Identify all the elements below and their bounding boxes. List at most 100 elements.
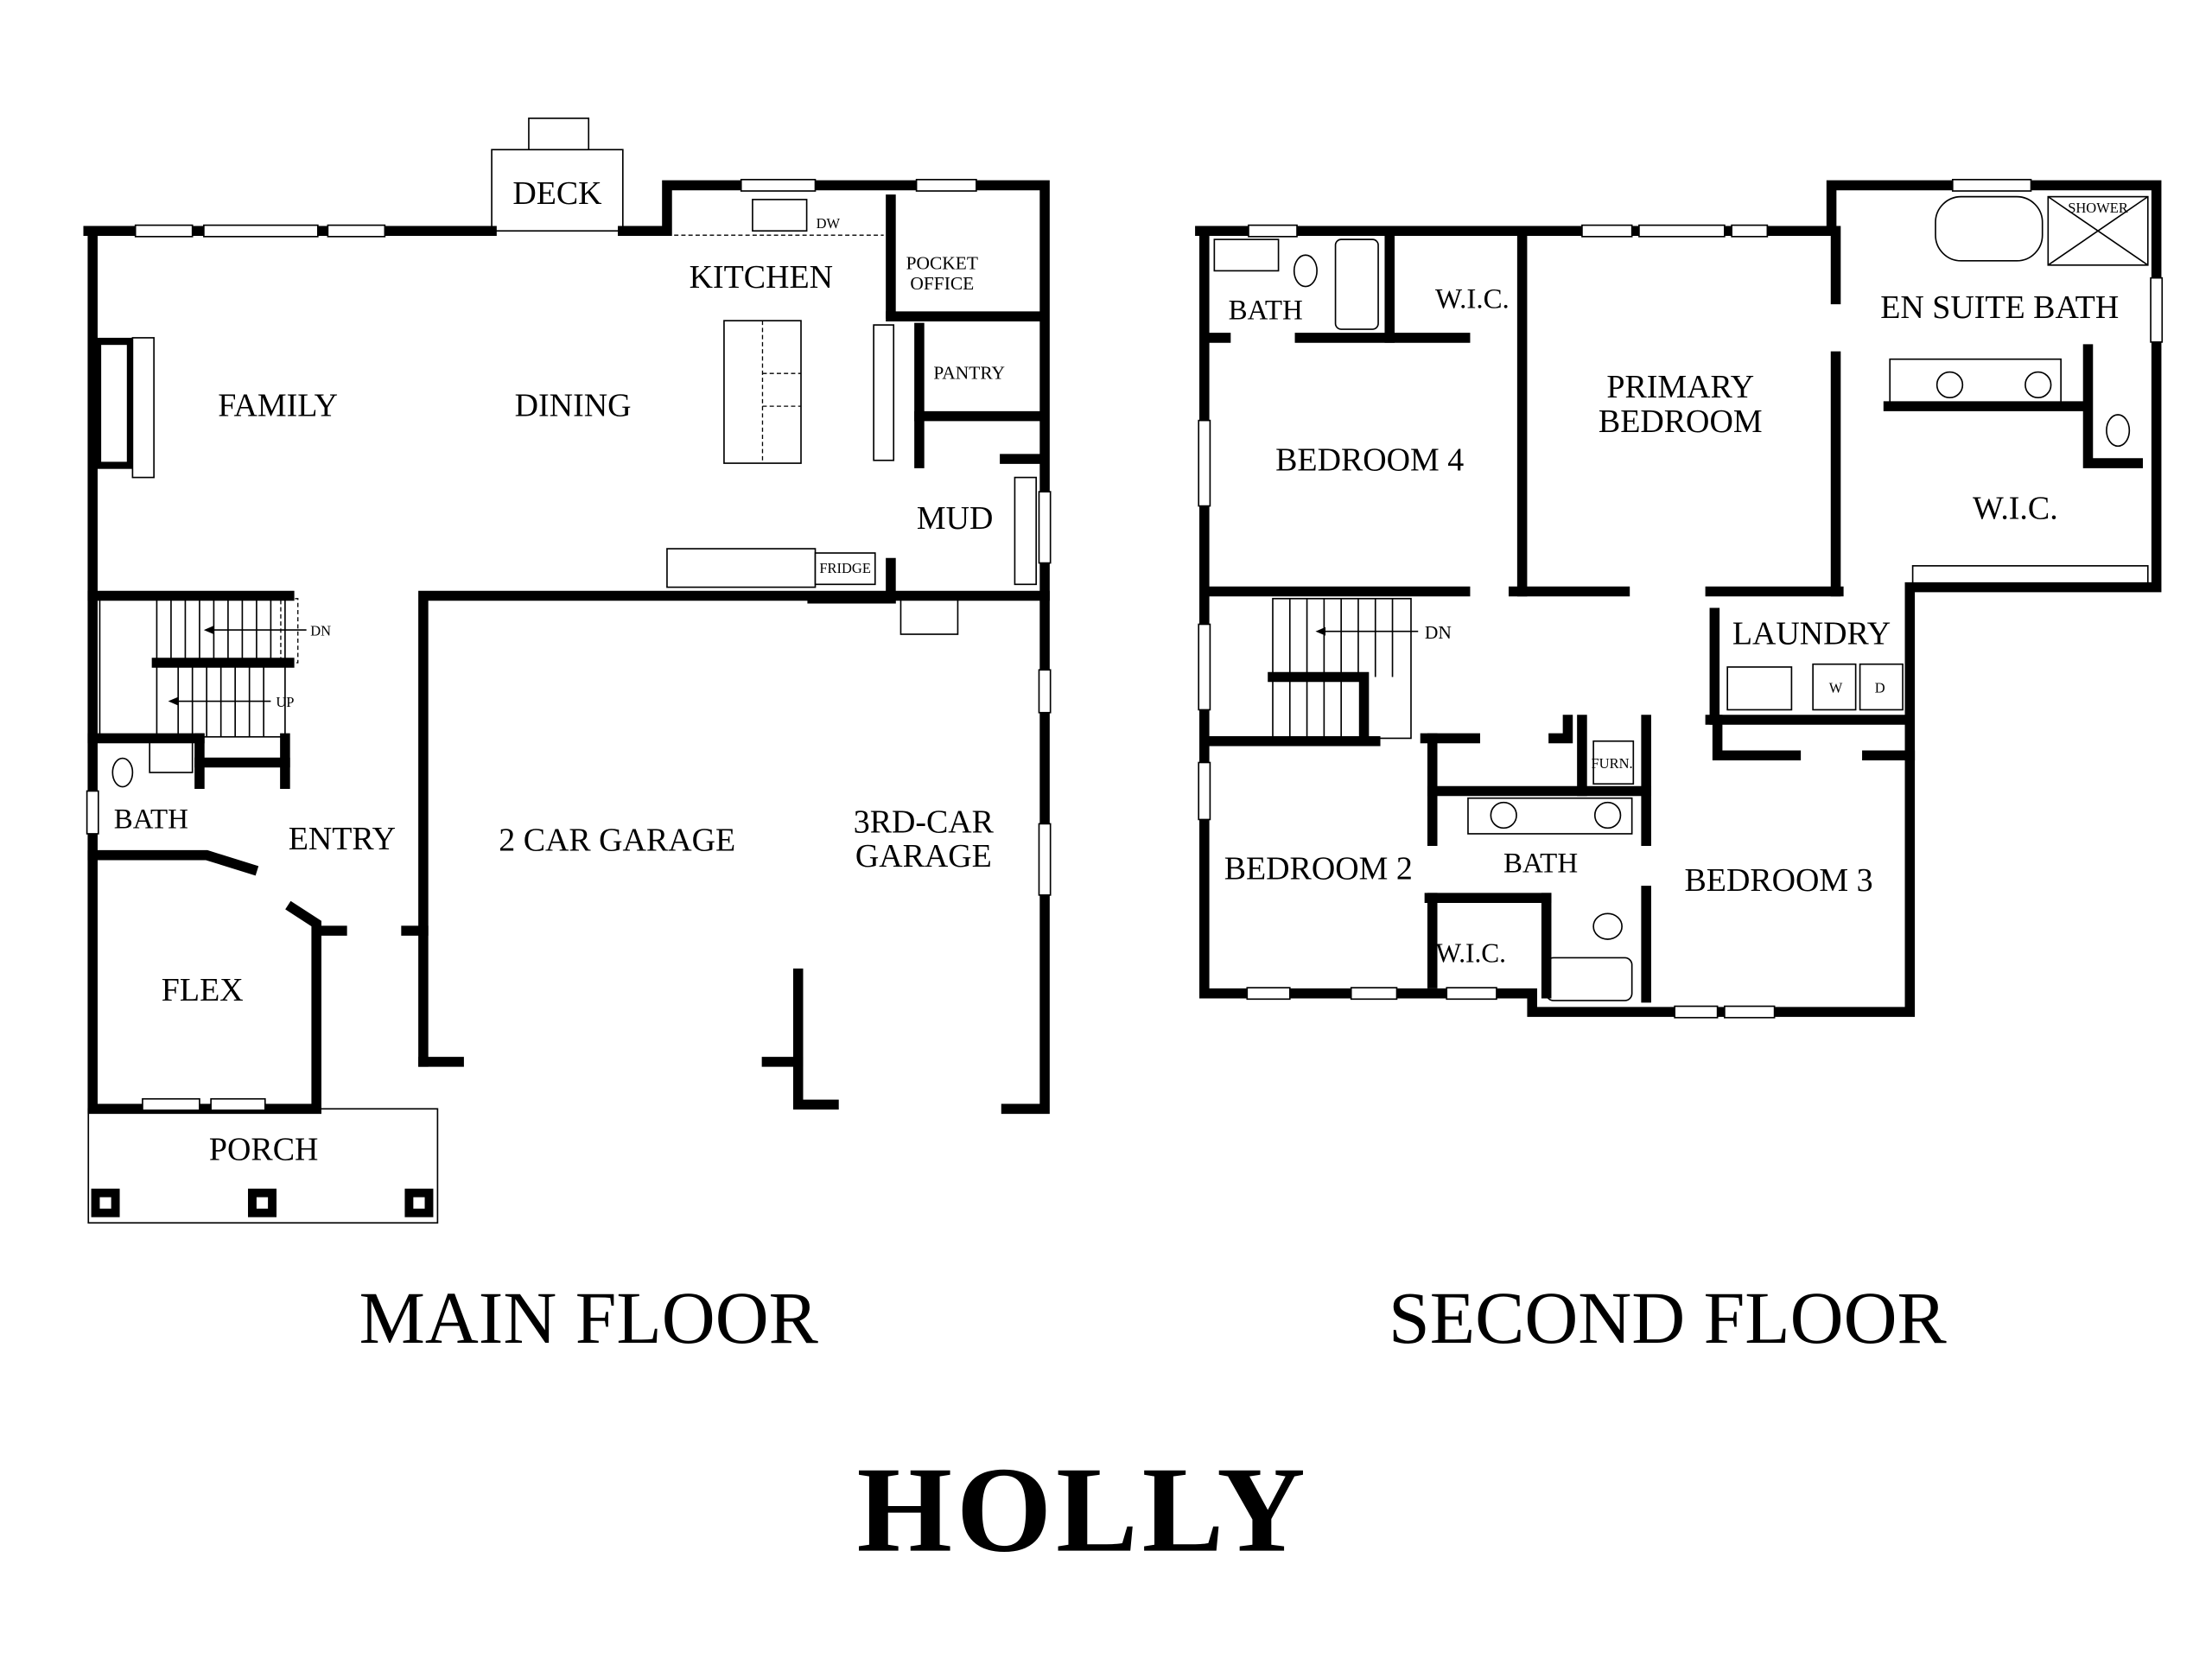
upper-stairs-dn-label: DN	[1425, 622, 1452, 643]
room-label-family: FAMILY	[218, 388, 338, 424]
wall	[2082, 344, 2143, 468]
window	[1038, 823, 1052, 896]
wall	[1195, 180, 2162, 1017]
window	[1198, 419, 1211, 507]
window	[1674, 1005, 1719, 1019]
window	[1731, 224, 1769, 238]
window	[1724, 1005, 1776, 1019]
windows	[86, 179, 2164, 1111]
window	[2150, 276, 2164, 343]
window	[1038, 491, 1052, 564]
stairs-up-label: UP	[276, 694, 294, 710]
counter	[666, 548, 817, 588]
room-label-pocket-office-2: OFFICE	[910, 273, 974, 294]
main-stairs	[99, 597, 307, 738]
plan-name-title: HOLLY	[857, 1442, 1310, 1578]
room-label-primary-bedroom-2: BEDROOM	[1599, 404, 1763, 440]
room-label-primary-bedroom: PRIMARY	[1606, 369, 1754, 405]
stairs-dn-label: DN	[310, 623, 331, 639]
room-label-third-garage-2: GARAGE	[855, 838, 992, 874]
laundry-sink	[1726, 666, 1793, 711]
main-floor-title: MAIN FLOOR	[359, 1277, 819, 1359]
wall	[87, 849, 259, 876]
room-label-wic-bottom: W.I.C.	[1436, 938, 1507, 968]
wall	[1268, 671, 1370, 747]
window	[1198, 623, 1211, 711]
room-label-bath-mid: BATH	[1503, 848, 1578, 879]
fixtures	[87, 118, 2149, 1224]
wall	[792, 968, 839, 1110]
room-label-bedroom-2: BEDROOM 2	[1224, 851, 1413, 887]
fireplace-label: FIREPLACE	[104, 361, 124, 460]
window	[915, 179, 977, 192]
room-label-pantry: PANTRY	[933, 363, 1005, 384]
wall	[1712, 715, 1802, 760]
deck-stairs	[528, 118, 590, 151]
window	[1638, 224, 1726, 238]
room-label-laundry: LAUNDRY	[1732, 616, 1891, 652]
window	[740, 179, 817, 192]
room-label-bath: BATH	[114, 804, 188, 835]
window	[1198, 761, 1211, 821]
room-label-bedroom-4: BEDROOM 4	[1275, 442, 1464, 478]
sink	[1213, 238, 1280, 272]
room-label-pocket-office: POCKET	[906, 253, 978, 274]
room-label-kitchen: KITCHEN	[690, 259, 833, 296]
room-label-flex: FLEX	[162, 972, 244, 1008]
window	[134, 224, 194, 238]
fireplace-hearth	[131, 337, 155, 479]
soaking-tub	[1935, 195, 2044, 262]
wall	[618, 180, 1050, 1115]
wall	[1548, 715, 1573, 744]
bathtub	[1545, 957, 1633, 1001]
room-label-mud: MUD	[917, 500, 994, 537]
toilet-icon	[111, 757, 134, 788]
range-counter	[873, 324, 895, 461]
room-label-bedroom-3: BEDROOM 3	[1685, 862, 1873, 899]
fridge-label: FRIDGE	[819, 560, 871, 576]
washer-label: W	[1829, 680, 1843, 696]
fridge	[814, 552, 876, 586]
shower-label: SHOWER	[2068, 200, 2128, 216]
furnace	[1592, 740, 1635, 785]
room-label-entry: ENTRY	[289, 821, 396, 857]
mud-step	[899, 597, 959, 635]
room-label-bath-upper: BATH	[1229, 295, 1303, 326]
toilet-icon	[1293, 254, 1318, 288]
kitchen-sink	[752, 199, 808, 232]
deck	[491, 149, 624, 232]
furnace-label: FURN.	[1592, 755, 1633, 772]
window	[327, 224, 386, 238]
dryer-label: D	[1875, 680, 1885, 696]
window	[1248, 224, 1298, 238]
window	[1446, 987, 1497, 1001]
upper-stairs	[1272, 597, 1419, 740]
bath-sink	[149, 740, 194, 773]
window	[1581, 224, 1633, 238]
window	[1038, 669, 1052, 714]
room-label-third-garage: 3RD-CAR	[854, 804, 995, 840]
room-label-primary-wic: W.I.C.	[1973, 490, 2058, 526]
room-label-porch: PORCH	[209, 1132, 318, 1168]
dryer	[1859, 663, 1904, 711]
window	[1951, 179, 2032, 192]
washer	[1812, 663, 1857, 711]
window	[142, 1097, 200, 1111]
room-label-wic: W.I.C.	[1435, 283, 1510, 315]
room-label-deck: DECK	[512, 175, 601, 212]
window	[210, 1097, 266, 1111]
room-label-dining: DINING	[515, 388, 632, 424]
toilet-icon	[2106, 414, 2131, 448]
window	[86, 790, 99, 835]
dishwasher-label: DW	[817, 215, 841, 232]
walls	[83, 180, 2162, 1115]
window	[1350, 987, 1398, 1001]
toilet-icon	[1592, 912, 1623, 940]
second-floor-title: SECOND FLOOR	[1389, 1277, 1948, 1359]
bathtub	[1334, 238, 1379, 330]
window	[1246, 987, 1291, 1001]
window	[203, 224, 319, 238]
room-label-ensuite: EN SUITE BATH	[1880, 289, 2119, 326]
room-label-garage: 2 CAR GARAGE	[499, 823, 735, 859]
